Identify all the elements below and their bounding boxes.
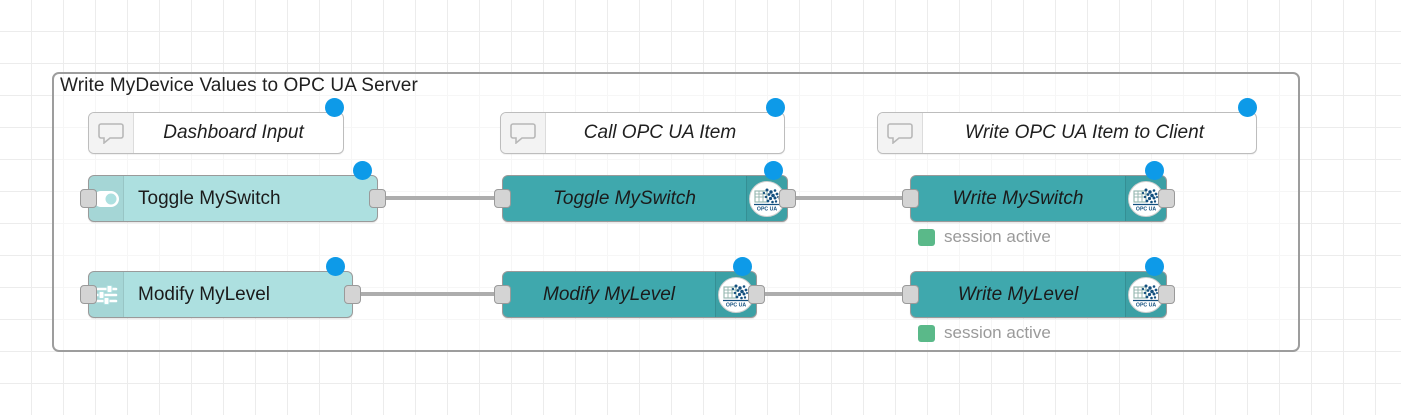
unsaved-change-dot: [1238, 98, 1257, 117]
node-label: Write MySwitch: [952, 187, 1084, 209]
comment-icon: [878, 113, 923, 153]
wire-toggle-input-to-mid: [370, 196, 502, 200]
port-input[interactable]: [80, 189, 97, 208]
port-output[interactable]: [748, 285, 765, 304]
port-input[interactable]: [494, 189, 511, 208]
comment-node-call-opc-ua-item[interactable]: Call OPC UA Item: [500, 112, 785, 154]
port-output[interactable]: [344, 285, 361, 304]
port-input[interactable]: [902, 189, 919, 208]
node-label: Write MyLevel: [957, 283, 1079, 305]
status-text: session active: [944, 323, 1051, 342]
opc-ua-badge: OPC UA: [1128, 180, 1164, 217]
unsaved-change-dot: [766, 98, 785, 117]
node-label: Modify MyLevel: [138, 283, 270, 305]
comment-node-dashboard-input[interactable]: Dashboard Input: [88, 112, 344, 154]
port-output[interactable]: [1158, 189, 1175, 208]
node-toggle-myswitch-opcua[interactable]: Toggle MySwitch: [502, 175, 788, 222]
opc-ua-badge: OPC UA: [1128, 276, 1164, 313]
status-dot: [918, 324, 935, 342]
comment-icon: [89, 113, 134, 153]
status-dot: [918, 228, 935, 246]
comment-label: Call OPC UA Item: [583, 122, 737, 143]
port-output[interactable]: [779, 189, 796, 208]
svg-text:OPC UA: OPC UA: [726, 302, 746, 308]
node-write-mylevel[interactable]: Write MyLevel: [910, 271, 1167, 318]
group-title: Write MyDevice Values to OPC UA Server: [60, 75, 418, 96]
unsaved-change-dot: [325, 98, 344, 117]
status-badge: session active: [918, 323, 1051, 343]
unsaved-change-dot: [733, 257, 752, 276]
status-badge: session active: [918, 227, 1051, 247]
comment-node-write-opc-ua-item-to-client[interactable]: Write OPC UA Item to Client: [877, 112, 1257, 154]
wire-toggle-mid-to-out: [778, 196, 910, 200]
port-input[interactable]: [494, 285, 511, 304]
wire-modify-mid-to-out: [748, 292, 910, 296]
unsaved-change-dot: [353, 161, 372, 180]
toggle-switch-icon: [89, 176, 124, 221]
status-text: session active: [944, 227, 1051, 246]
port-input[interactable]: [902, 285, 919, 304]
node-label: Toggle MySwitch: [553, 187, 696, 209]
node-write-myswitch[interactable]: Write MySwitch: [910, 175, 1167, 222]
unsaved-change-dot: [326, 257, 345, 276]
svg-text:OPC UA: OPC UA: [757, 206, 777, 212]
opc-ua-icon: OPC UA: [1125, 176, 1166, 221]
wire-modify-input-to-mid: [345, 292, 502, 296]
port-output[interactable]: [1158, 285, 1175, 304]
svg-text:OPC UA: OPC UA: [1136, 302, 1156, 308]
node-modify-mylevel-input[interactable]: Modify MyLevel: [88, 271, 353, 318]
node-label: Modify MyLevel: [543, 283, 675, 305]
node-label: Toggle MySwitch: [138, 187, 281, 209]
comment-icon: [501, 113, 546, 153]
port-output[interactable]: [369, 189, 386, 208]
node-modify-mylevel-opcua[interactable]: Modify MyLevel: [502, 271, 757, 318]
comment-label: Dashboard Input: [163, 122, 304, 143]
port-input[interactable]: [80, 285, 97, 304]
unsaved-change-dot: [1145, 161, 1164, 180]
comment-label: Write OPC UA Item to Client: [965, 122, 1204, 143]
svg-text:OPC UA: OPC UA: [1136, 206, 1156, 212]
unsaved-change-dot: [1145, 257, 1164, 276]
unsaved-change-dot: [764, 161, 783, 180]
node-toggle-myswitch-input[interactable]: Toggle MySwitch: [88, 175, 378, 222]
